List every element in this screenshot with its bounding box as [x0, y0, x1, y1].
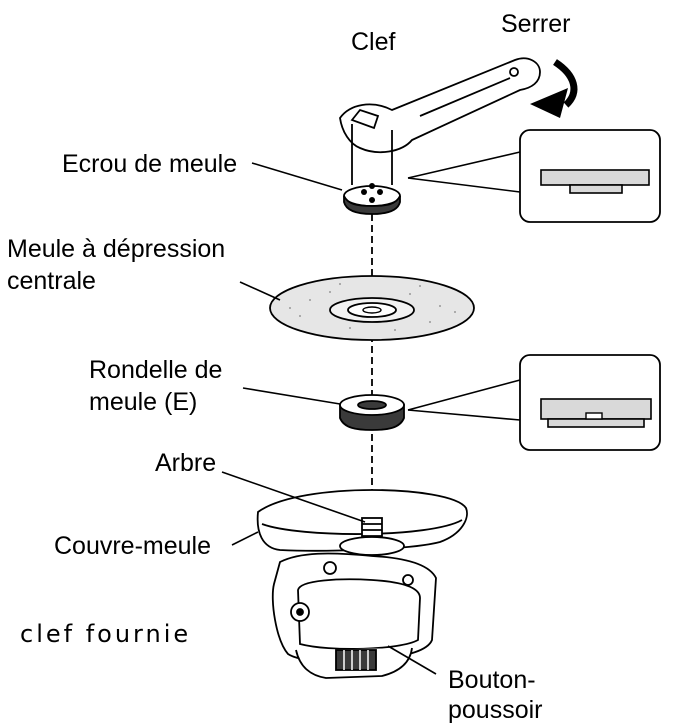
nut-detail-inset [407, 129, 661, 223]
leader-spindle [221, 471, 366, 523]
wrench-illustration [339, 57, 541, 185]
washer-label-line2: meule (E) [89, 388, 197, 416]
guard-label: Couvre-meule [54, 532, 211, 560]
tighten-label: Serrer [501, 10, 570, 38]
grinding-wheel-label-line1: Meule à dépression [7, 235, 225, 263]
wheel-washer-illustration [339, 394, 405, 431]
washer-detail-inset [407, 354, 661, 451]
leader-guard [231, 531, 259, 546]
supplied-wrench-label: clef fournie [20, 620, 191, 648]
grinding-wheel-label-line2: centrale [7, 267, 96, 295]
leader-washer [242, 387, 341, 405]
washer-label-line1: Rondelle de [89, 356, 222, 384]
wrench-label: Clef [351, 28, 396, 56]
leader-wheel [239, 281, 281, 301]
push-button-label-line1: Bouton- [448, 666, 536, 694]
wheel-nut-label: Ecrou de meule [62, 150, 237, 178]
leader-push-button [387, 645, 437, 675]
tighten-arrow-icon [530, 59, 578, 118]
spindle-label: Arbre [155, 449, 216, 477]
push-button-label-line2: poussoir [448, 696, 543, 724]
wheel-nut-illustration [343, 183, 401, 215]
leader-wheel-nut [251, 162, 343, 191]
grinding-wheel-illustration [269, 275, 475, 341]
grinder-body-illustration [256, 489, 468, 679]
